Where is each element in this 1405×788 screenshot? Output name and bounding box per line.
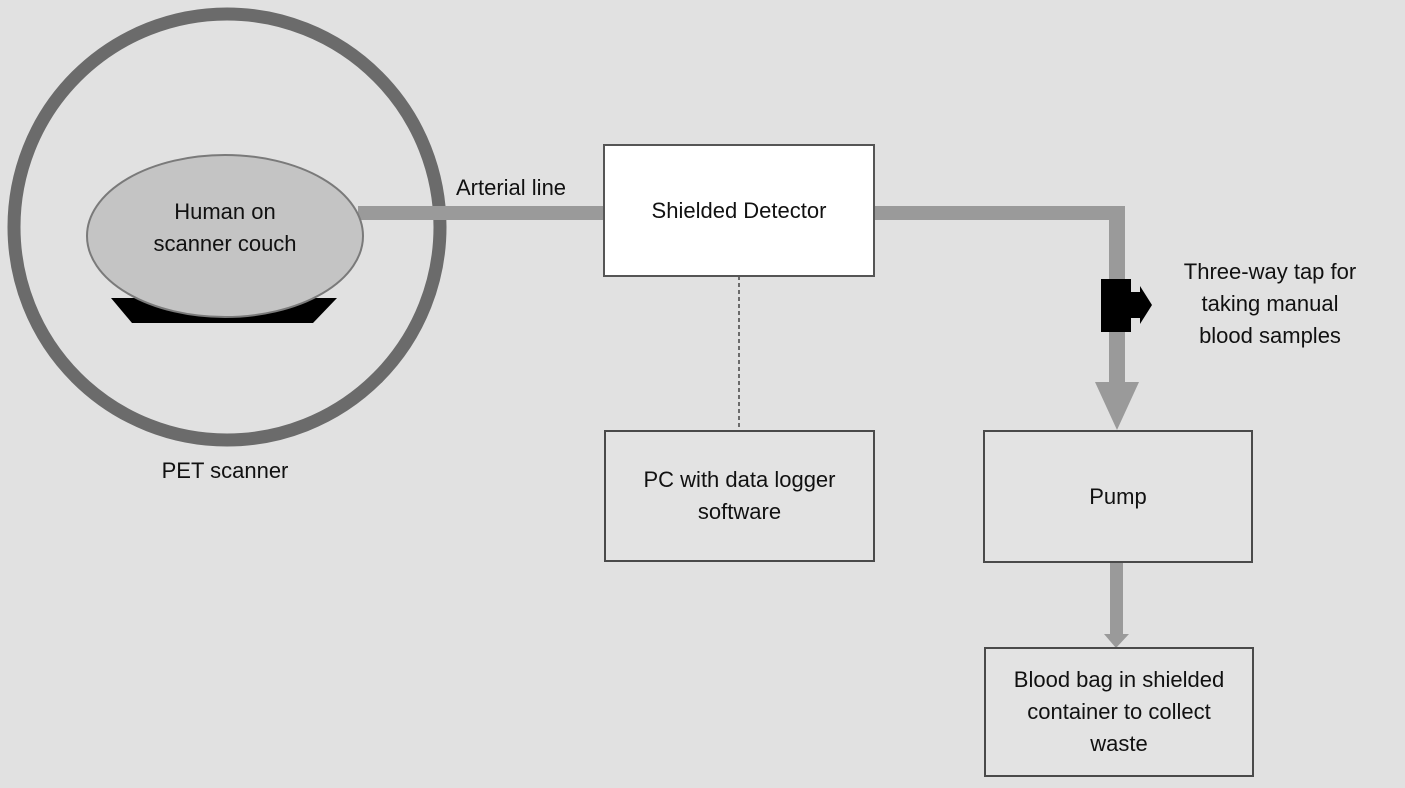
three-way-tap — [1101, 279, 1131, 332]
pump-inlet-arrow — [1095, 382, 1139, 430]
arterial-line-label: Arterial line — [456, 175, 567, 200]
blood-bag-inlet-arrow — [1104, 634, 1129, 648]
pc-label: PC with data logger software — [643, 467, 836, 524]
human-label: Human on scanner couch — [153, 199, 297, 256]
shielded-detector-label: Shielded Detector — [651, 197, 827, 223]
pet-scanner-ring — [7, 7, 447, 447]
human-ellipse — [86, 154, 364, 318]
arterial-line-tube — [358, 206, 604, 220]
right-arrow-icon — [1131, 286, 1152, 324]
shielded-detector-box: Shielded Detector — [603, 144, 875, 277]
blood-bag-box: Blood bag in shielded container to colle… — [984, 647, 1254, 777]
tube-to-blood-bag — [1110, 562, 1123, 636]
three-way-tap-label: Three-way tap for taking manual blood sa… — [1183, 259, 1357, 348]
pump-label: Pump — [1089, 483, 1147, 509]
pc-box: PC with data logger software — [604, 430, 875, 562]
detector-outlet-tube — [874, 206, 1125, 220]
blood-bag-label: Blood bag in shielded container to colle… — [1013, 667, 1225, 756]
pump-box: Pump — [983, 430, 1253, 563]
pet-scanner-label: PET scanner — [161, 458, 289, 483]
